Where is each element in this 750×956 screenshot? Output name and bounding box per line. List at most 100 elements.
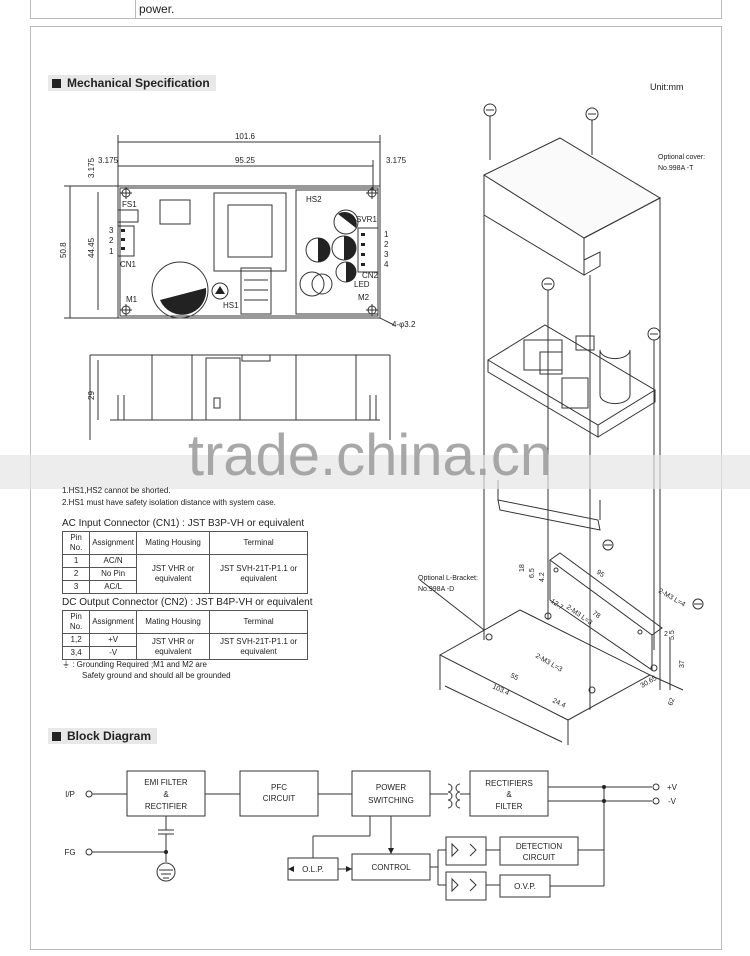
dim-6-5: 6.5 <box>529 568 536 578</box>
table-header: Pin No. <box>61 610 91 634</box>
unit-label: Unit:mm <box>650 82 684 92</box>
table-cell-housing: JST VHR or equivalent <box>135 633 211 660</box>
dim-height: 29 <box>87 391 96 400</box>
screw-spec-2: 2-M3 L=4 <box>657 588 686 609</box>
label-vp: +V <box>667 783 678 792</box>
table-cell: +V <box>89 633 137 647</box>
table-cell-terminal: JST SVH-21T-P1.1 or equivalent <box>209 633 308 660</box>
label-cn2: CN2 <box>362 271 379 280</box>
table-cell: No Pin <box>89 567 137 581</box>
control-label: CONTROL <box>371 863 411 872</box>
label-svr1: SVR1 <box>356 215 377 224</box>
dim-95: 95 <box>595 569 605 579</box>
table-header: Assignment <box>89 531 137 555</box>
det-label-2: CIRCUIT <box>523 853 556 862</box>
dim-30-65: 30.65 <box>640 675 659 690</box>
dc-table-title: DC Output Connector (CN2) : JST B4P-VH o… <box>62 597 313 608</box>
dim-37: 37 <box>679 660 686 668</box>
cn2-pin: 2 <box>384 240 389 249</box>
note-2: 2.HS1 must have safety isolation distanc… <box>62 498 276 507</box>
ac-table-title: AC Input Connector (CN1) : JST B3P-VH or… <box>62 518 305 529</box>
watermark-band: trade.china.cn <box>0 415 750 495</box>
table-cell: AC/N <box>89 554 137 568</box>
dim-left-off: 3.175 <box>98 156 119 165</box>
rf-label-1: RECTIFIERS <box>485 779 533 788</box>
pfc-label-2: CIRCUIT <box>263 794 296 803</box>
table-cell: 3 <box>61 580 91 594</box>
dim-18: 18 <box>519 564 526 572</box>
table-header: Terminal <box>209 531 308 555</box>
ground-icon: ⏚ <box>62 660 70 669</box>
dim-top-off: 3.175 <box>87 157 96 178</box>
dim-holes: 4-φ3.2 <box>392 320 416 329</box>
table-header: Pin No. <box>61 531 91 555</box>
table-header: Mating Housing <box>135 610 211 634</box>
mech-title: Mechanical Specification <box>67 76 210 90</box>
cover-label-1: Optional cover: <box>658 154 705 161</box>
photocoupler-1 <box>445 836 487 866</box>
ground-note-2: Safety ground and should all be grounded <box>82 671 231 680</box>
ovp-label: O.V.P. <box>514 882 536 891</box>
dim-h-inner: 44.45 <box>87 237 96 258</box>
divider <box>135 0 136 18</box>
dim-right-off: 3.175 <box>386 156 407 165</box>
cn2-pin: 3 <box>384 250 389 259</box>
table-cell: 1,2 <box>61 633 91 647</box>
table-header: Mating Housing <box>135 531 211 555</box>
cn1-pin: 1 <box>109 247 114 256</box>
table-cell: -V <box>89 646 137 660</box>
label-ip: I/P <box>65 790 75 799</box>
power-switching-box <box>351 770 431 817</box>
board-outline <box>117 185 381 319</box>
ground-note-text: : Grounding Required ;M1 and M2 are <box>72 660 207 669</box>
dim-5-5: 5.5 <box>669 630 676 640</box>
cover-label-2: No.998A -T <box>658 165 694 172</box>
cn2-pin: 4 <box>384 260 389 269</box>
olp-label: O.L.P. <box>302 865 324 874</box>
table-cell: AC/L <box>89 580 137 594</box>
dim-inner: 95.25 <box>235 156 256 165</box>
cn1-pin: 2 <box>109 236 114 245</box>
label-vn: -V <box>668 797 677 806</box>
square-bullet-icon <box>52 731 61 741</box>
label-fs1: FS1 <box>122 200 137 209</box>
top-text: power. <box>139 2 175 16</box>
photocoupler-2 <box>445 871 487 901</box>
cn1-pin: 3 <box>109 226 114 235</box>
pfc-label-1: PFC <box>271 783 287 792</box>
table-cell-housing: JST VHR or equivalent <box>135 554 211 594</box>
screw-spec-1: 2-M3 L=3 <box>565 604 593 627</box>
dim-2: 2 <box>664 631 668 638</box>
label-hs1: HS1 <box>223 301 239 310</box>
dim-total: 101.6 <box>235 132 256 141</box>
label-m2: M2 <box>358 293 370 302</box>
table-cell-terminal: JST SVH-21T-P1.1 or equivalent <box>209 554 308 594</box>
label-cn1: CN1 <box>120 260 137 269</box>
screw-spec-3: 2-M3 L=3 <box>534 653 563 674</box>
dim-12-7: 12.7 <box>549 598 564 612</box>
label-fg: FG <box>64 848 75 857</box>
top-text-box: power. <box>30 0 722 19</box>
block-section-header: Block Diagram <box>48 728 158 744</box>
cn2-pin: 1 <box>384 230 389 239</box>
table-header: Assignment <box>89 610 137 634</box>
bracket-label-1: Optional L-Bracket: <box>418 575 478 582</box>
emi-label-2: & <box>163 790 169 799</box>
square-bullet-icon <box>52 78 61 88</box>
ps-label-2: SWITCHING <box>368 796 414 805</box>
label-led: LED <box>354 280 370 289</box>
table-cell: 3,4 <box>61 646 91 660</box>
dim-103-4: 103.4 <box>491 683 510 697</box>
dc-connector-table: Pin No. Assignment Mating Housing Termin… <box>61 610 308 660</box>
watermark: trade.china.cn <box>188 423 552 488</box>
emi-label-3: RECTIFIER <box>145 802 187 811</box>
label-hs2: HS2 <box>306 195 322 204</box>
block-diagram: I/P FG EMI FILTER & RECTIFIER PFC CIRCUI… <box>64 770 678 901</box>
note-1: 1.HS1,HS2 cannot be shorted. <box>62 486 171 495</box>
emi-label-1: EMI FILTER <box>144 778 188 787</box>
block-title: Block Diagram <box>67 729 152 743</box>
detection-box <box>499 836 579 866</box>
dim-h-total: 50.8 <box>59 242 68 258</box>
label-m1: M1 <box>126 295 138 304</box>
